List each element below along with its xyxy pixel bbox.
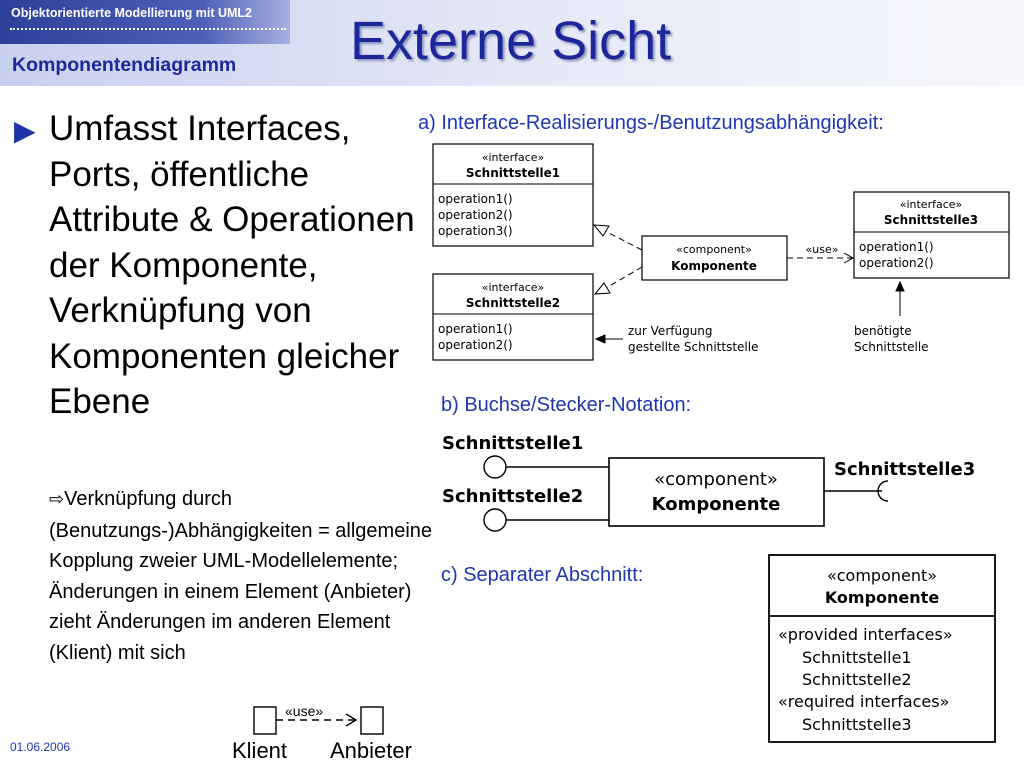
caption-c: c) Separater Abschnitt: xyxy=(441,564,644,586)
interface2-name: Schnittstelle2 xyxy=(466,296,560,310)
interface1-stereotype: «interface» xyxy=(482,151,545,164)
supplier-label: Anbieter xyxy=(330,738,412,763)
component-b-stereotype: «component» xyxy=(654,469,778,490)
interface2-op2: operation2() xyxy=(438,338,513,352)
client-label: Klient xyxy=(232,738,288,763)
separate-compartment-diagram: «component» Komponente «provided interfa… xyxy=(768,554,996,743)
sub-bullet: ⇨Verknüpfung durch (Benutzungs-)Abhängig… xyxy=(49,484,434,668)
component-name: Komponente xyxy=(671,259,757,273)
interface-box-1: «interface» Schnittstelle1 operation1() … xyxy=(432,143,594,247)
required-socket xyxy=(824,480,889,502)
dependency-use-label: «use» xyxy=(285,703,324,719)
provided-lollipop-2 xyxy=(483,508,609,532)
interface3-op1: operation1() xyxy=(859,240,934,254)
provided-interfaces-header: «provided interfaces» xyxy=(778,625,953,644)
dotted-divider xyxy=(10,28,286,30)
required-interfaces-header: «required interfaces» xyxy=(778,692,949,711)
interface1-name: Schnittstelle1 xyxy=(466,166,560,180)
interface1-op3: operation3() xyxy=(438,224,513,238)
section-subtitle: Komponentendiagramm xyxy=(12,54,237,76)
interface3-name: Schnittstelle3 xyxy=(884,213,978,227)
required-note-line1: benötigte xyxy=(854,324,912,338)
caption-b: b) Buchse/Stecker-Notation: xyxy=(441,394,692,416)
caption-a: a) Interface-Realisierungs-/Benutzungsab… xyxy=(418,112,884,134)
component-b-name: Komponente xyxy=(652,494,781,515)
use-label: «use» xyxy=(806,243,839,256)
interface2-stereotype: «interface» xyxy=(482,281,545,294)
interface1-op1: operation1() xyxy=(438,192,513,206)
provided-note-arrow: zur Verfügung gestellte Schnittstelle xyxy=(594,324,758,354)
hollow-arrow-icon: ⇨ xyxy=(49,489,65,510)
dependency-arrowhead xyxy=(345,713,358,727)
interface3-op2: operation2() xyxy=(859,256,934,270)
slide-title: Externe Sicht xyxy=(350,11,672,71)
provided-lollipop-1 xyxy=(483,455,609,479)
socket-label-3: Schnittstelle3 xyxy=(834,459,975,480)
client-box-icon xyxy=(253,706,277,735)
supplier-box-icon xyxy=(360,706,384,735)
realization-arrow-1 xyxy=(592,224,643,251)
component-stereotype: «component» xyxy=(676,243,752,256)
course-title: Objektorientierte Modellierung mit UML2 xyxy=(11,6,252,20)
provided-note-line1: zur Verfügung xyxy=(628,324,713,338)
provided-note-line2: gestellte Schnittstelle xyxy=(628,340,758,354)
component-box: «component» Komponente xyxy=(641,235,788,281)
interface1-op2: operation2() xyxy=(438,208,513,222)
course-title-bar: Objektorientierte Modellierung mit UML2 xyxy=(0,0,290,44)
footer-date: 01.06.2006 xyxy=(10,740,71,754)
use-dependency-icon xyxy=(253,706,384,735)
triangle-bullet-icon: ▶ xyxy=(14,114,36,147)
lollipop-label-2: Schnittstelle2 xyxy=(442,486,583,507)
interface-box-3: «interface» Schnittstelle3 operation1() … xyxy=(853,191,1010,279)
component-c-name: Komponente xyxy=(825,588,940,607)
required-note-arrow: benötigte Schnittstelle xyxy=(854,280,929,354)
interface2-op1: operation1() xyxy=(438,322,513,336)
realization-arrow-2 xyxy=(593,266,643,295)
use-dependency-arrow: «use» xyxy=(787,243,855,264)
component-c-stereotype: «component» xyxy=(827,566,937,585)
sub-bullet-text: Verknüpfung durch (Benutzungs-)Abhängigk… xyxy=(49,488,433,664)
component-box-b: «component» Komponente xyxy=(608,457,825,527)
interface3-stereotype: «interface» xyxy=(900,198,963,211)
provided-interface-2: Schnittstelle2 xyxy=(802,670,912,689)
provided-interface-1: Schnittstelle1 xyxy=(802,648,912,667)
required-note-line2: Schnittstelle xyxy=(854,340,929,354)
required-interface-1: Schnittstelle3 xyxy=(802,715,912,734)
interface-box-2: «interface» Schnittstelle2 operation1() … xyxy=(432,273,594,361)
ball-socket-diagram: Schnittstelle1 Schnittstelle2 «component… xyxy=(442,433,975,532)
lollipop-label-1: Schnittstelle1 xyxy=(442,433,583,454)
interface-realization-diagram: «interface» Schnittstelle1 operation1() … xyxy=(432,143,1010,361)
main-bullet-text: Umfasst Interfaces, Ports, öffentliche A… xyxy=(49,109,415,421)
